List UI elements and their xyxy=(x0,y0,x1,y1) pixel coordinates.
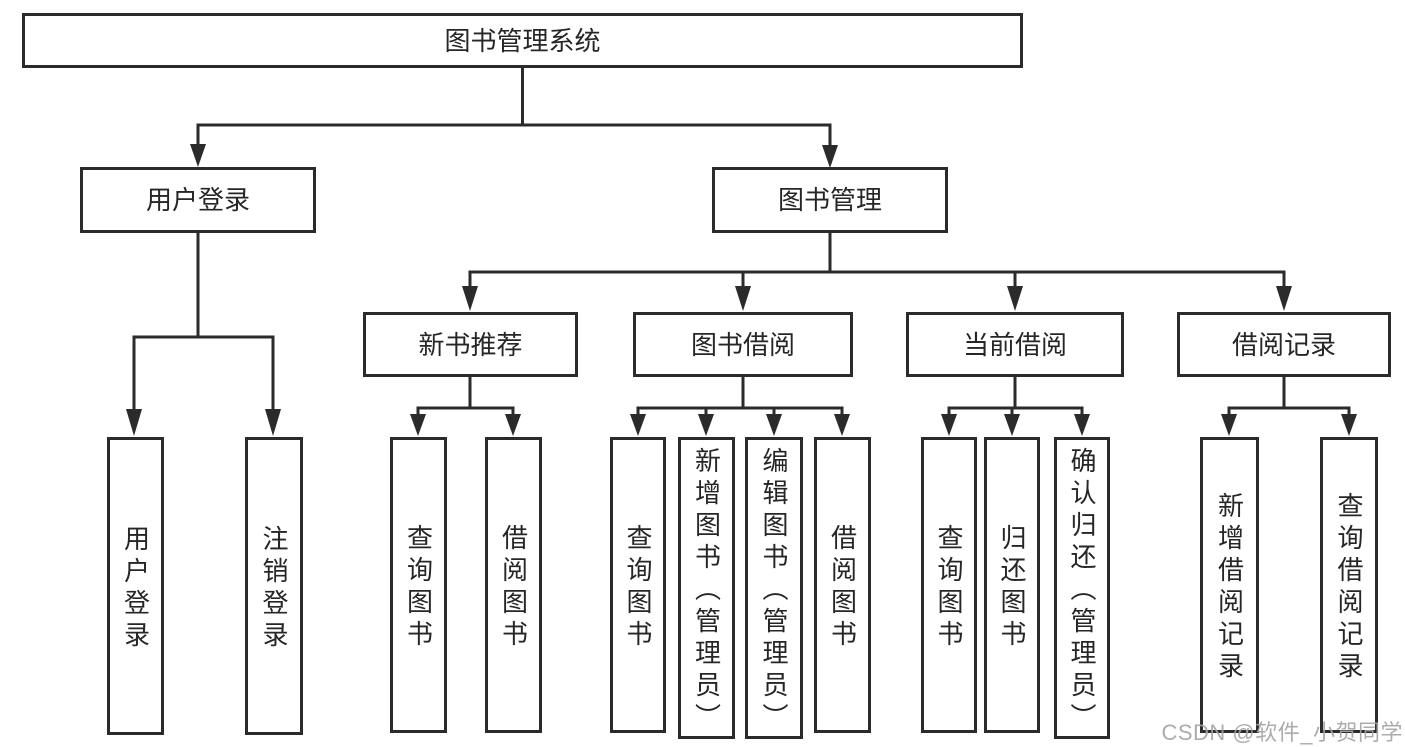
arrow-down-icon xyxy=(941,414,957,436)
node-borrowing-records: 借阅记录 xyxy=(1177,312,1391,377)
arrow-down-icon xyxy=(1221,414,1237,436)
watermark: CSDN @软件_小贺同学 xyxy=(1161,720,1403,745)
leaf-label: 确认归还（管理员） xyxy=(1067,447,1097,735)
arrow-down-icon xyxy=(1074,414,1090,436)
arrow-down-icon xyxy=(1007,286,1023,311)
arrow-down-icon xyxy=(834,414,850,436)
leaf-recommend-query-books: 查询图书 xyxy=(390,437,447,733)
leaf-recommend-borrow-books: 借阅图书 xyxy=(485,437,542,733)
leaf-logout: 注销登录 xyxy=(245,437,303,735)
leaf-current-query-books: 查询图书 xyxy=(921,437,977,733)
arrow-down-icon xyxy=(766,414,782,436)
arrow-down-icon xyxy=(505,414,521,436)
leaf-current-return-books: 归还图书 xyxy=(984,437,1040,733)
leaf-label: 查询图书 xyxy=(623,524,653,652)
arrow-down-icon xyxy=(462,286,478,311)
arrow-down-icon xyxy=(265,409,281,436)
leaf-label: 借阅图书 xyxy=(498,524,529,652)
leaf-records-add-record: 新增借阅记录 xyxy=(1200,437,1259,733)
leaf-records-query-record: 查询借阅记录 xyxy=(1320,437,1378,733)
arrow-down-icon xyxy=(1276,286,1292,311)
arrow-down-icon xyxy=(630,414,646,436)
arrow-down-icon xyxy=(126,409,142,436)
leaf-label: 注销登录 xyxy=(259,525,289,653)
node-library-system: 图书管理系统 xyxy=(22,13,1023,68)
leaf-label: 归还图书 xyxy=(997,524,1027,652)
node-current-borrowing: 当前借阅 xyxy=(906,312,1124,377)
leaf-user-login: 用户登录 xyxy=(107,437,164,735)
leaf-label: 编辑图书（管理员） xyxy=(759,447,789,735)
node-new-book-recommendation: 新书推荐 xyxy=(363,312,578,377)
arrow-down-icon xyxy=(698,414,714,436)
leaf-borrowing-query-books: 查询图书 xyxy=(610,437,666,733)
node-book-borrowing: 图书借阅 xyxy=(633,312,853,377)
leaf-label: 新增图书（管理员） xyxy=(691,447,722,735)
leaf-borrowing-add-book-admin: 新增图书（管理员） xyxy=(678,437,735,739)
leaf-label: 查询图书 xyxy=(403,524,434,652)
leaf-label: 新增借阅记录 xyxy=(1214,492,1245,684)
node-user-login: 用户登录 xyxy=(80,167,316,233)
arrow-down-icon xyxy=(410,414,426,436)
leaf-label: 查询图书 xyxy=(934,524,964,652)
node-book-management: 图书管理 xyxy=(712,167,948,233)
leaf-label: 借阅图书 xyxy=(827,524,858,652)
leaf-label: 查询借阅记录 xyxy=(1334,492,1364,684)
arrow-down-icon xyxy=(735,286,751,311)
leaf-borrowing-borrow-books: 借阅图书 xyxy=(814,437,871,733)
leaf-current-confirm-return-admin: 确认归还（管理员） xyxy=(1054,437,1110,739)
arrow-down-icon xyxy=(1004,414,1020,436)
arrow-down-icon xyxy=(190,144,206,167)
arrow-down-icon xyxy=(822,145,838,168)
leaf-borrowing-edit-book-admin: 编辑图书（管理员） xyxy=(745,437,803,739)
arrow-down-icon xyxy=(1341,414,1357,436)
leaf-label: 用户登录 xyxy=(120,525,151,653)
